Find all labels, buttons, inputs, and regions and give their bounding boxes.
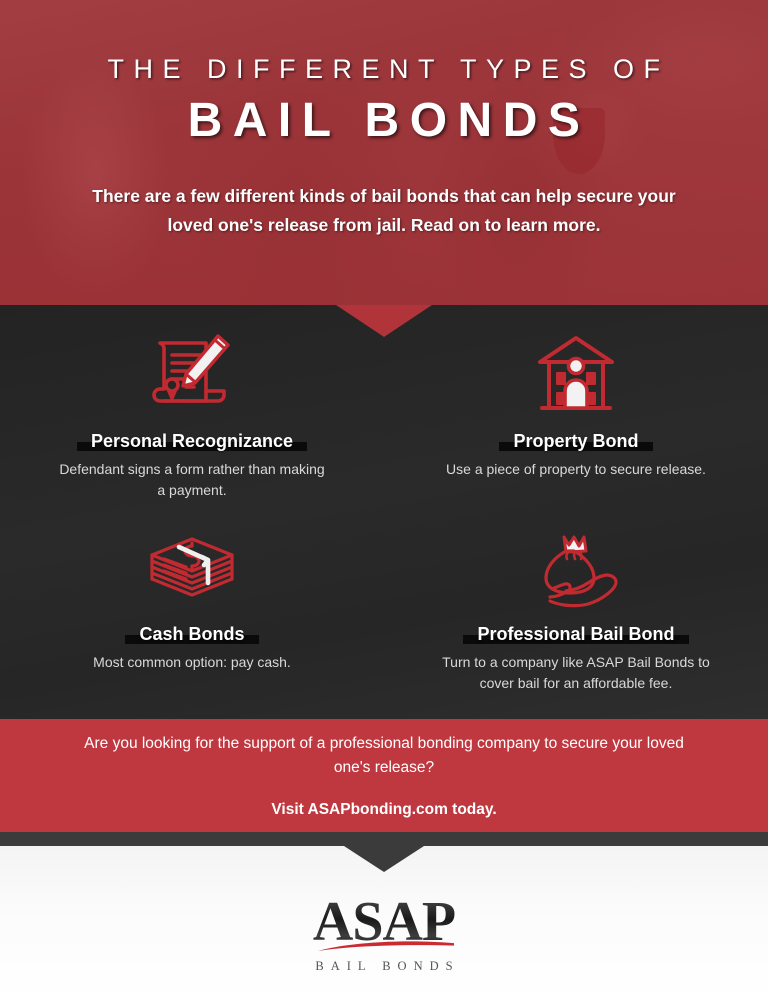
logo-tagline: BAIL BONDS xyxy=(315,959,460,973)
contract-pen-icon xyxy=(146,327,238,421)
card-title: Personal Recognizance xyxy=(90,431,294,451)
header-red-overlay xyxy=(0,0,768,305)
card-description: Defendant signs a form rather than makin… xyxy=(59,461,325,499)
cta-question: Are you looking for the support of a pro… xyxy=(84,734,684,776)
card-description: Most common option: pay cash. xyxy=(93,654,291,670)
header-subtitle: There are a few different kinds of bail … xyxy=(92,186,676,235)
house-icon xyxy=(530,327,622,421)
card-title: Professional Bail Bond xyxy=(477,624,675,644)
logo-wordmark: ASAP xyxy=(308,894,459,950)
money-bag-hand-icon xyxy=(528,528,624,614)
asap-logo: ASAP BAIL BONDS xyxy=(308,894,459,974)
footer-arrow-notch xyxy=(344,846,424,872)
title-underline-bar xyxy=(463,635,689,644)
card-cash-bonds: Cash Bonds Most common option: pay cash. xyxy=(0,512,384,719)
card-title: Cash Bonds xyxy=(139,624,245,644)
bond-types-section: Personal Recognizance Defendant signs a … xyxy=(0,305,768,719)
card-description: Use a piece of property to secure releas… xyxy=(446,461,706,477)
title-underline-bar xyxy=(499,442,653,451)
cta-banner: Are you looking for the support of a pro… xyxy=(0,719,768,832)
card-description: Turn to a company like ASAP Bail Bonds t… xyxy=(442,654,710,692)
officer-badge-shape xyxy=(553,108,605,174)
card-property-bond: Property Bond Use a piece of property to… xyxy=(384,305,768,512)
page-title-line1: THE DIFFERENT TYPES OF xyxy=(107,54,670,85)
card-professional-bail-bond: Professional Bail Bond Turn to a company… xyxy=(384,512,768,719)
header-arrow-notch xyxy=(336,305,432,337)
header-banner: THE DIFFERENT TYPES OF BAIL BONDS There … xyxy=(0,0,768,305)
card-personal-recognizance: Personal Recognizance Defendant signs a … xyxy=(0,305,384,512)
footer-divider-strip xyxy=(0,832,768,846)
title-underline-bar xyxy=(76,442,308,451)
title-underline-bar xyxy=(125,635,259,644)
card-title: Property Bond xyxy=(513,431,639,451)
cash-stack-icon xyxy=(146,528,238,614)
page-title-line2: BAIL BONDS xyxy=(187,94,591,148)
cta-link[interactable]: Visit ASAPbonding.com today. xyxy=(271,801,497,819)
